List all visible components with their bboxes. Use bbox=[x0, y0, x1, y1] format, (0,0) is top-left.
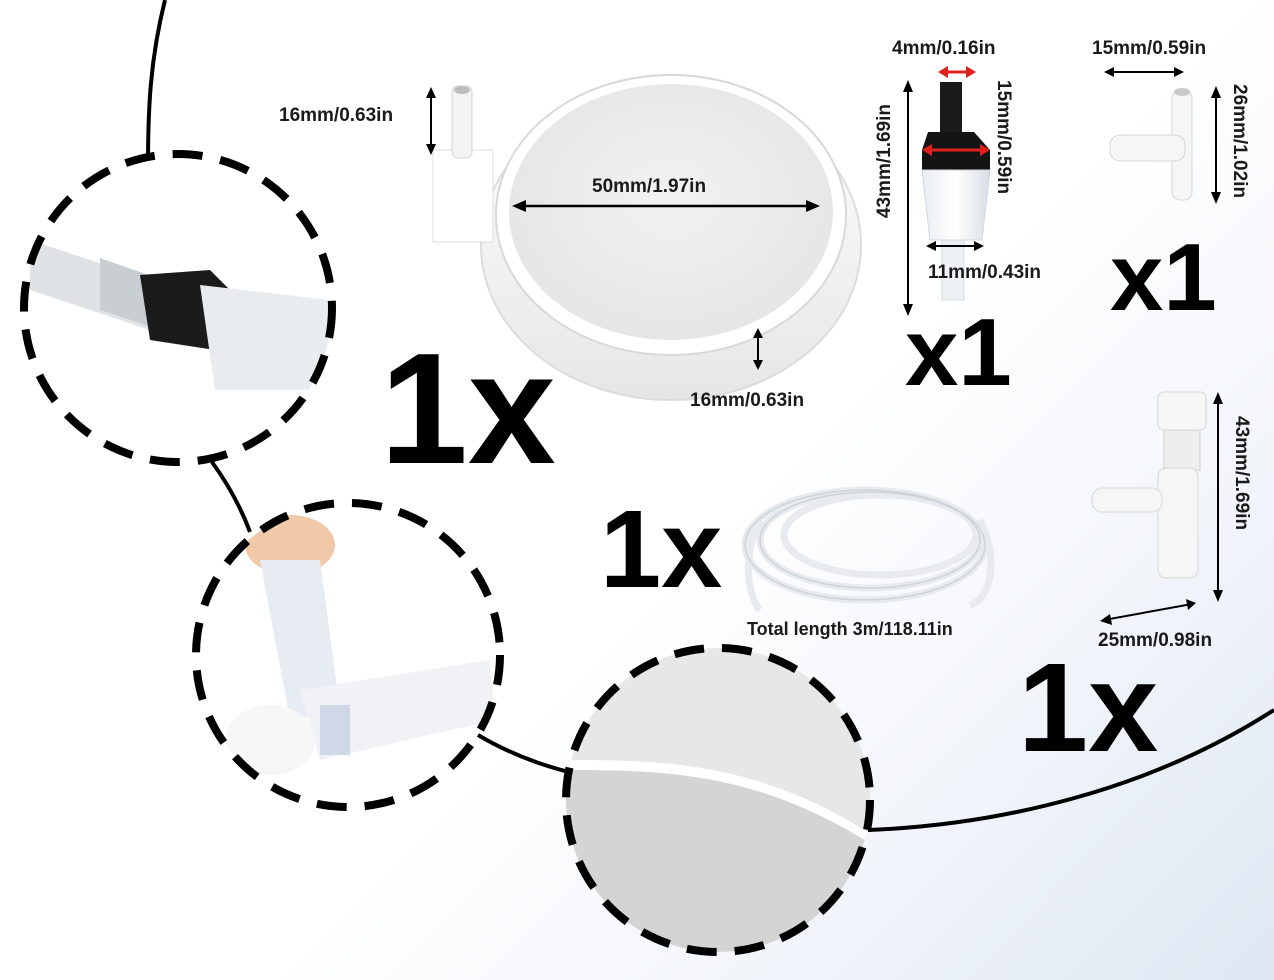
closeup-airstone bbox=[566, 648, 870, 952]
airstone-image bbox=[426, 74, 862, 401]
control-valve-quantity: 1x bbox=[1018, 637, 1159, 778]
control-valve-width-label: 25mm/0.98in bbox=[1098, 630, 1213, 651]
control-valve-height-label: 43mm/1.69in bbox=[1231, 416, 1252, 531]
t-connector-width-label: 15mm/0.59in bbox=[1092, 38, 1207, 59]
check-valve-body-width-label: 11mm/0.43in bbox=[928, 262, 1042, 283]
airstone-quantity: 1x bbox=[380, 321, 556, 497]
check-valve-image bbox=[903, 66, 991, 316]
check-valve-side-length-label: 15mm/0.59in bbox=[993, 80, 1014, 195]
tubing-length-label: Total length 3m/118.11in bbox=[747, 619, 953, 639]
check-valve-total-length-label: 43mm/1.69in bbox=[874, 104, 895, 219]
tubing-quantity: 1x bbox=[600, 488, 723, 611]
closeup-elbow-connector bbox=[196, 503, 500, 807]
t-connector-quantity: x1 bbox=[1110, 224, 1217, 331]
t-connector-height-label: 26mm/1.02in bbox=[1229, 84, 1250, 199]
airstone-height-label: 16mm/0.63in bbox=[690, 390, 805, 411]
connector-line bbox=[146, 0, 1274, 832]
check-valve-top-width-label: 4mm/0.16in bbox=[892, 38, 996, 59]
t-connector-image bbox=[1104, 67, 1221, 204]
check-valve-quantity: x1 bbox=[905, 299, 1012, 406]
airstone-diameter-label: 50mm/1.97in bbox=[592, 176, 707, 197]
control-valve-image bbox=[1091, 391, 1223, 625]
airstone-nozzle-height-label: 16mm/0.63in bbox=[279, 105, 394, 126]
closeup-check-valve bbox=[24, 154, 332, 462]
